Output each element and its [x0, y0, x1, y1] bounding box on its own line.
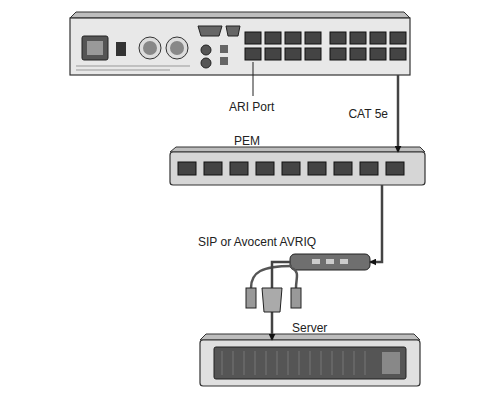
rj45-port	[282, 162, 300, 175]
grille-line	[277, 351, 278, 375]
sip-led	[312, 259, 320, 264]
sticker-line	[76, 66, 190, 67]
pem-top	[170, 147, 425, 152]
sticker-line	[76, 70, 170, 71]
rj45-port	[305, 32, 321, 44]
vga-plug	[262, 288, 282, 312]
sip-body	[290, 254, 370, 270]
rj45-port	[285, 32, 301, 44]
ps2-port	[201, 58, 211, 68]
rj45-port	[370, 32, 386, 44]
fan-hub	[170, 41, 184, 55]
cable-label: CAT 5e	[346, 107, 390, 121]
grille-line	[288, 351, 289, 375]
pem-port-row	[178, 162, 404, 175]
grille-line	[310, 351, 311, 375]
vga-port	[198, 26, 222, 36]
grille-line	[332, 351, 333, 375]
rj45-port	[245, 32, 261, 44]
sip-dongle: SIP or Avocent AVRIQ	[290, 254, 370, 270]
grille-line	[354, 351, 355, 375]
rj45-port	[285, 48, 301, 60]
rj45-port	[204, 162, 222, 175]
server-body	[200, 340, 420, 386]
grille-line	[299, 351, 300, 375]
rj45-port	[334, 162, 352, 175]
power-switch	[116, 42, 126, 56]
rj45-port	[230, 162, 248, 175]
device-label: PEM	[234, 134, 260, 148]
power-inlet-pins	[87, 41, 103, 55]
rj45-port	[265, 32, 281, 44]
rj45-port	[350, 48, 366, 60]
fan	[139, 37, 161, 59]
fan	[166, 37, 188, 59]
rj45-port	[308, 162, 326, 175]
pem-body	[170, 152, 425, 185]
cable	[370, 185, 382, 262]
fan-hub	[143, 41, 157, 55]
usb-port	[220, 57, 228, 65]
grille-line	[266, 351, 267, 375]
rj45-port	[330, 32, 346, 44]
usb-plug	[291, 288, 301, 308]
power-inlet	[82, 36, 108, 60]
usb-plug	[246, 288, 256, 308]
rj45-port	[178, 162, 196, 175]
grille-line	[321, 351, 322, 375]
ps2-port	[201, 45, 211, 55]
rj45-port	[360, 162, 378, 175]
pem-box: PEM	[170, 152, 425, 185]
grille-line	[343, 351, 344, 375]
cable	[397, 75, 400, 152]
server-grille	[222, 351, 365, 375]
server-panel	[382, 352, 400, 374]
rj45-port	[256, 162, 274, 175]
rj45-port	[305, 48, 321, 60]
rj45-port	[265, 48, 281, 60]
switch-body	[70, 18, 410, 75]
switch-port-grid	[245, 32, 406, 60]
usb-cable	[292, 268, 297, 288]
grille-line	[365, 351, 366, 375]
device-label: ARI Port	[229, 100, 274, 114]
serial-port	[226, 26, 240, 36]
device-label: SIP or Avocent AVRIQ	[198, 235, 316, 249]
kvm-switch: ARI Port	[70, 18, 410, 75]
rj45-port	[350, 32, 366, 44]
grille-line	[244, 351, 245, 375]
grille-line	[233, 351, 234, 375]
rj45-port	[370, 48, 386, 60]
grille-line	[255, 351, 256, 375]
rj45-port	[245, 48, 261, 60]
rj45-port	[390, 32, 406, 44]
server-bezel	[214, 347, 406, 379]
rj45-port	[330, 48, 346, 60]
server-box: Server	[200, 340, 420, 386]
sip-led	[340, 259, 348, 264]
sip-led	[326, 259, 334, 264]
device-label: Server	[292, 321, 327, 335]
grille-line	[222, 351, 223, 375]
leader-line	[253, 62, 254, 96]
usb-port	[220, 45, 228, 53]
switch-top	[70, 12, 410, 18]
rj45-port	[390, 48, 406, 60]
rj45-port	[386, 162, 404, 175]
